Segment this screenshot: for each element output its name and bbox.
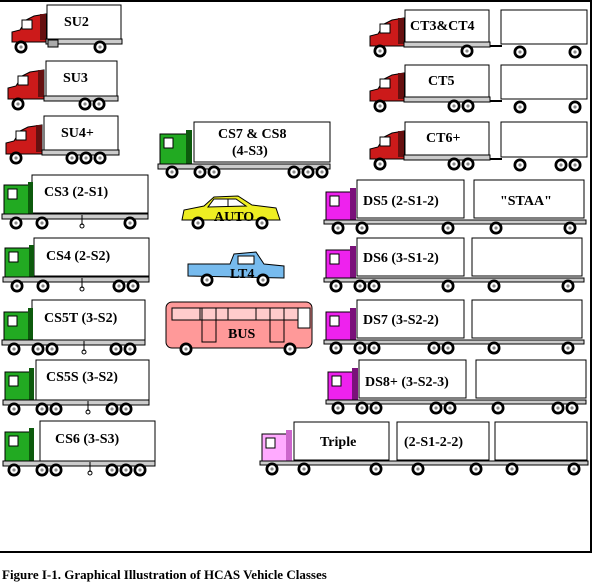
- vehicle-label: DS8+ (3-S2-3): [365, 375, 449, 390]
- vehicle-cs7cs8: CS7 & CS8 (4-S3): [157, 121, 331, 179]
- vehicle-label: SU3: [63, 71, 88, 86]
- figure-frame: SU2 SU3 SU4+ CS7 & CS8 (4-S3): [0, 0, 592, 553]
- vehicle-su4plus: SU4+: [5, 115, 120, 165]
- vehicle-ds6: DS6 (3-S1-2): [323, 237, 585, 293]
- figure-caption: Figure I-1. Graphical Illustration of HC…: [2, 567, 327, 582]
- vehicle-label: CS7 & CS8: [218, 127, 286, 142]
- vehicle-cs5t: CS5T (3-S2): [1, 299, 146, 356]
- vehicle-su3: SU3: [7, 60, 119, 111]
- vehicle-ct3ct4: CT3&CT4: [369, 9, 588, 59]
- vehicle-ds5: DS5 (2-S1-2) "STAA": [323, 179, 587, 235]
- vehicle-label: CT3&CT4: [410, 19, 475, 34]
- vehicle-auto: AUTO: [181, 195, 281, 230]
- vehicle-ds7: DS7 (3-S2-2): [323, 299, 585, 355]
- vehicle-label: CS6 (3-S3): [55, 432, 120, 447]
- vehicle-label: DS5 (2-S1-2): [363, 194, 439, 209]
- vehicle-label: CS3 (2-S1): [44, 185, 109, 200]
- vehicle-lt4: LT4: [187, 251, 285, 287]
- vehicle-diagram: SU2 SU3 SU4+ CS7 & CS8 (4-S3): [1, 4, 589, 477]
- vehicle-label: AUTO: [214, 210, 254, 225]
- vehicle-label: BUS: [228, 327, 255, 342]
- vehicle-label: CS4 (2-S2): [46, 249, 111, 264]
- vehicle-triple: Triple (2-S1-2-2): [259, 421, 589, 476]
- vehicle-label: DS6 (3-S1-2): [363, 251, 439, 266]
- vehicle-bus: BUS: [165, 301, 313, 356]
- vehicle-label: CT6+: [426, 131, 460, 146]
- vehicle-su2: SU2: [11, 4, 123, 54]
- vehicle-label: CS5S (3-S2): [46, 370, 118, 385]
- vehicle-cs5s: CS5S (3-S2): [2, 359, 150, 416]
- vehicle-label: Triple: [320, 435, 356, 450]
- vehicle-ct5: CT5: [369, 64, 588, 114]
- vehicle-label: DS7 (3-S2-2): [363, 313, 439, 328]
- vehicle-label: SU2: [64, 15, 89, 30]
- vehicle-cs3: CS3 (2-S1): [1, 174, 149, 230]
- vehicle-label: CT5: [428, 74, 454, 89]
- vehicle-sublabel: (4-S3): [232, 144, 268, 159]
- vehicle-label: LT4: [230, 267, 254, 282]
- vehicle-cs6: CS6 (3-S3): [2, 420, 156, 477]
- vehicle-sublabel: "STAA": [500, 194, 552, 209]
- vehicle-label: SU4+: [61, 126, 94, 141]
- vehicle-ct6plus: CT6+: [369, 121, 588, 172]
- vehicle-cs4: CS4 (2-S2): [2, 237, 150, 293]
- vehicle-sublabel: (2-S1-2-2): [404, 435, 463, 450]
- vehicle-label: CS5T (3-S2): [44, 311, 118, 326]
- vehicle-ds8plus: DS8+ (3-S2-3): [325, 359, 587, 415]
